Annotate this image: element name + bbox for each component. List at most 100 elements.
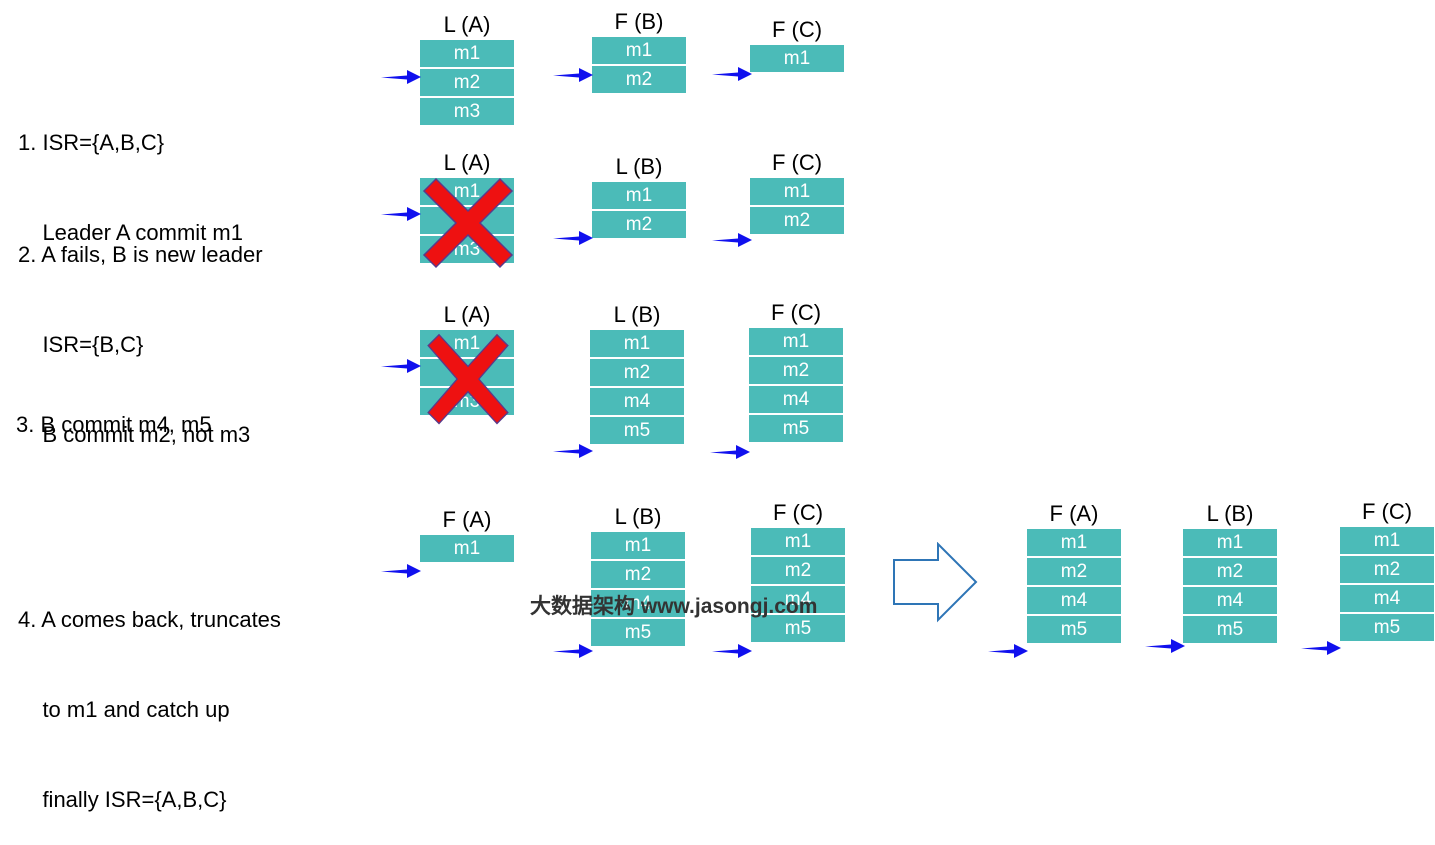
message-cell: m2 bbox=[592, 66, 686, 93]
message-cell: m1 bbox=[750, 178, 844, 205]
message-cell: m2 bbox=[591, 561, 685, 588]
node-label: L (B) bbox=[1206, 501, 1254, 526]
message-cell: m4 bbox=[749, 386, 843, 413]
message-cell: m1 bbox=[591, 532, 685, 559]
message-cell: m1 bbox=[420, 40, 514, 67]
node-label: L (A) bbox=[443, 150, 491, 175]
message-cell: m5 bbox=[1027, 616, 1121, 643]
node-label: F (C) bbox=[770, 300, 822, 325]
message-cell: m5 bbox=[751, 615, 845, 642]
arrow-right-icon bbox=[1301, 641, 1341, 655]
node-label: F (C) bbox=[1361, 499, 1413, 524]
node-label: L (B) bbox=[615, 154, 663, 179]
step-line: to m1 and catch up bbox=[18, 697, 230, 722]
message-cell: m5 bbox=[590, 417, 684, 444]
cross-icon bbox=[427, 333, 509, 425]
message-cell: m1 bbox=[590, 330, 684, 357]
arrow-right-icon bbox=[553, 444, 593, 458]
message-cell: m4 bbox=[1340, 585, 1434, 612]
node-label: F (C) bbox=[771, 150, 823, 175]
message-cell: m2 bbox=[1027, 558, 1121, 585]
arrow-right-icon bbox=[553, 644, 593, 658]
step-line: 1. ISR={A,B,C} bbox=[18, 130, 165, 155]
message-cell: m4 bbox=[590, 388, 684, 415]
node-label: F (A) bbox=[442, 507, 492, 532]
cross-icon bbox=[422, 177, 514, 269]
message-cell: m4 bbox=[591, 590, 685, 617]
step-2-text: 2. A fails, B is new leader ISR={B,C} B … bbox=[18, 180, 263, 480]
node-label: F (C) bbox=[771, 17, 823, 42]
node-label: F (B) bbox=[614, 9, 664, 34]
step-line: 2. A fails, B is new leader bbox=[18, 242, 263, 267]
step-line: 4. A comes back, truncates bbox=[18, 607, 281, 632]
arrow-right-icon bbox=[381, 70, 421, 84]
message-log: m1 bbox=[750, 45, 844, 72]
message-cell: m5 bbox=[1340, 614, 1434, 641]
message-cell: m1 bbox=[1340, 527, 1434, 554]
message-cell: m3 bbox=[420, 98, 514, 125]
node-label: L (A) bbox=[443, 12, 491, 37]
message-cell: m2 bbox=[1183, 558, 1277, 585]
message-cell: m4 bbox=[751, 586, 845, 613]
step-4-text: 4. A comes back, truncates to m1 and cat… bbox=[18, 545, 281, 845]
message-cell: m4 bbox=[1027, 587, 1121, 614]
arrow-right-icon bbox=[381, 564, 421, 578]
step-line: ISR={B,C} bbox=[18, 332, 144, 357]
message-cell: m5 bbox=[1183, 616, 1277, 643]
arrow-right-icon bbox=[553, 68, 593, 82]
message-cell: m5 bbox=[749, 415, 843, 442]
step-line: finally ISR={A,B,C} bbox=[18, 787, 227, 812]
node-label: L (B) bbox=[613, 302, 661, 327]
node-label: L (B) bbox=[614, 504, 662, 529]
message-cell: m1 bbox=[592, 182, 686, 209]
arrow-right-icon bbox=[712, 644, 752, 658]
arrow-right-icon bbox=[710, 445, 750, 459]
message-cell: m1 bbox=[751, 528, 845, 555]
message-cell: m2 bbox=[420, 69, 514, 96]
message-cell: m1 bbox=[750, 45, 844, 72]
step-1-text: 1. ISR={A,B,C} Leader A commit m1 bbox=[18, 68, 243, 278]
message-cell: m2 bbox=[751, 557, 845, 584]
step-line: 3. B commit m4, m5 bbox=[16, 412, 212, 437]
message-cell: m2 bbox=[590, 359, 684, 386]
arrow-right-icon bbox=[553, 231, 593, 245]
message-cell: m1 bbox=[749, 328, 843, 355]
watermark: 大数据架构 www.jasongj.com bbox=[530, 595, 818, 618]
step-3-text: 3. B commit m4, m5 bbox=[16, 350, 212, 470]
message-cell: m1 bbox=[1183, 529, 1277, 556]
replica-node: F (C) m1 bbox=[750, 15, 844, 74]
arrow-right-icon bbox=[381, 207, 421, 221]
message-cell: m2 bbox=[750, 207, 844, 234]
replica-node: F (A) m1 bbox=[420, 505, 514, 564]
arrow-right-icon bbox=[1145, 639, 1185, 653]
message-cell: m4 bbox=[1183, 587, 1277, 614]
node-label: L (A) bbox=[443, 302, 491, 327]
step-line: Leader A commit m1 bbox=[18, 220, 243, 245]
arrow-right-icon bbox=[988, 644, 1028, 658]
message-cell: m1 bbox=[420, 535, 514, 562]
message-cell: m1 bbox=[592, 37, 686, 64]
message-cell: m2 bbox=[1340, 556, 1434, 583]
